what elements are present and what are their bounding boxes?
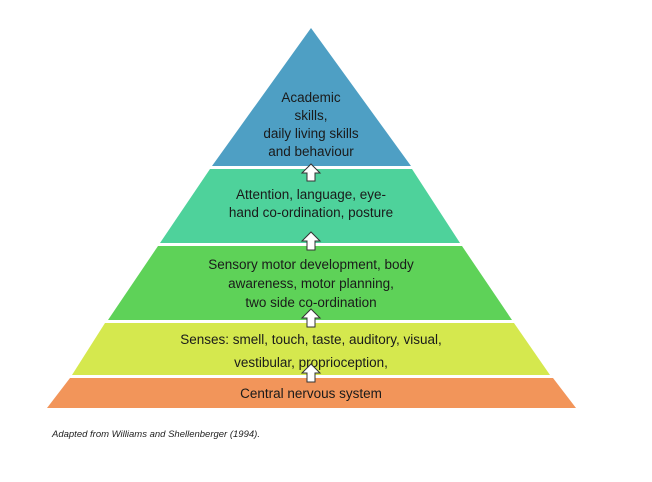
level-top-line-3: daily living skills <box>263 126 359 141</box>
level-top-line-2: skills, <box>295 108 328 123</box>
up-arrow-icon <box>300 308 322 328</box>
level-base-line-1: Central nervous system <box>240 386 382 401</box>
level-3-line-1: Sensory motor development, body <box>208 257 414 272</box>
level-top-line-4: and behaviour <box>268 144 354 159</box>
up-arrow-icon <box>300 163 322 182</box>
level-top-band <box>212 28 411 166</box>
level-3-band <box>108 246 512 320</box>
level-4-line-1: Senses: smell, touch, taste, auditory, v… <box>180 332 442 347</box>
up-arrow-icon <box>300 363 322 383</box>
level-2-line-2: hand co-ordination, posture <box>229 205 393 220</box>
up-arrow-icon <box>300 231 322 251</box>
level-3-line-3: two side co-ordination <box>245 295 376 310</box>
source-caption: Adapted from Williams and Shellenberger … <box>52 429 260 440</box>
level-base-band <box>47 378 576 408</box>
level-4-line-2: vestibular, proprioception, <box>234 355 388 370</box>
level-4-band <box>72 323 550 375</box>
level-3-line-2: awareness, motor planning, <box>228 276 394 291</box>
level-2-line-1: Attention, language, eye- <box>236 187 386 202</box>
level-2-band <box>160 169 460 243</box>
level-top-line-1: Academic <box>281 90 341 105</box>
